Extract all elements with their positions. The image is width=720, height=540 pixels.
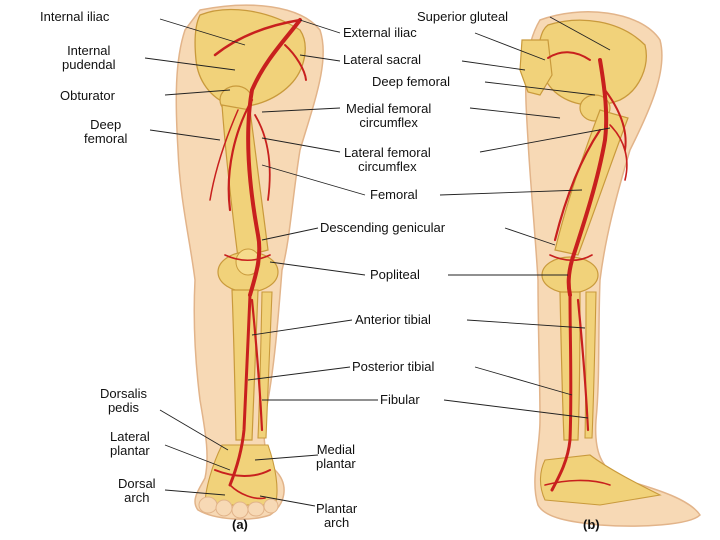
label-posterior-tibial: Posterior tibial xyxy=(352,360,434,374)
anterior-leg-illustration xyxy=(176,5,323,519)
label-obturator: Obturator xyxy=(60,89,115,103)
label-medial-plantar: Medial plantar xyxy=(316,443,356,471)
label-internal-pudendal: Internal pudendal xyxy=(62,44,116,72)
label-medial-femoral-circumflex: Medial femoral circumflex xyxy=(346,102,431,130)
label-plantar-arch: Plantar arch xyxy=(316,502,357,530)
panel-label-a: (a) xyxy=(232,517,248,532)
label-lateral-plantar: Lateral plantar xyxy=(110,430,150,458)
label-femoral: Femoral xyxy=(370,188,418,202)
label-lateral-sacral: Lateral sacral xyxy=(343,53,421,67)
label-anterior-tibial: Anterior tibial xyxy=(355,313,431,327)
label-fibular: Fibular xyxy=(380,393,420,407)
label-popliteal: Popliteal xyxy=(370,268,420,282)
label-descending-genicular: Descending genicular xyxy=(320,221,445,235)
label-lateral-femoral-circumflex: Lateral femoral circumflex xyxy=(344,146,431,174)
panel-label-b: (b) xyxy=(583,517,600,532)
label-deep-femoral-anterior: Deep femoral xyxy=(84,118,127,146)
label-dorsal-arch: Dorsal arch xyxy=(118,477,156,505)
label-external-iliac: External iliac xyxy=(343,26,417,40)
label-superior-gluteal: Superior gluteal xyxy=(417,10,508,24)
label-dorsalis-pedis: Dorsalis pedis xyxy=(100,387,147,415)
label-internal-iliac: Internal iliac xyxy=(40,10,109,24)
label-deep-femoral: Deep femoral xyxy=(372,75,450,89)
